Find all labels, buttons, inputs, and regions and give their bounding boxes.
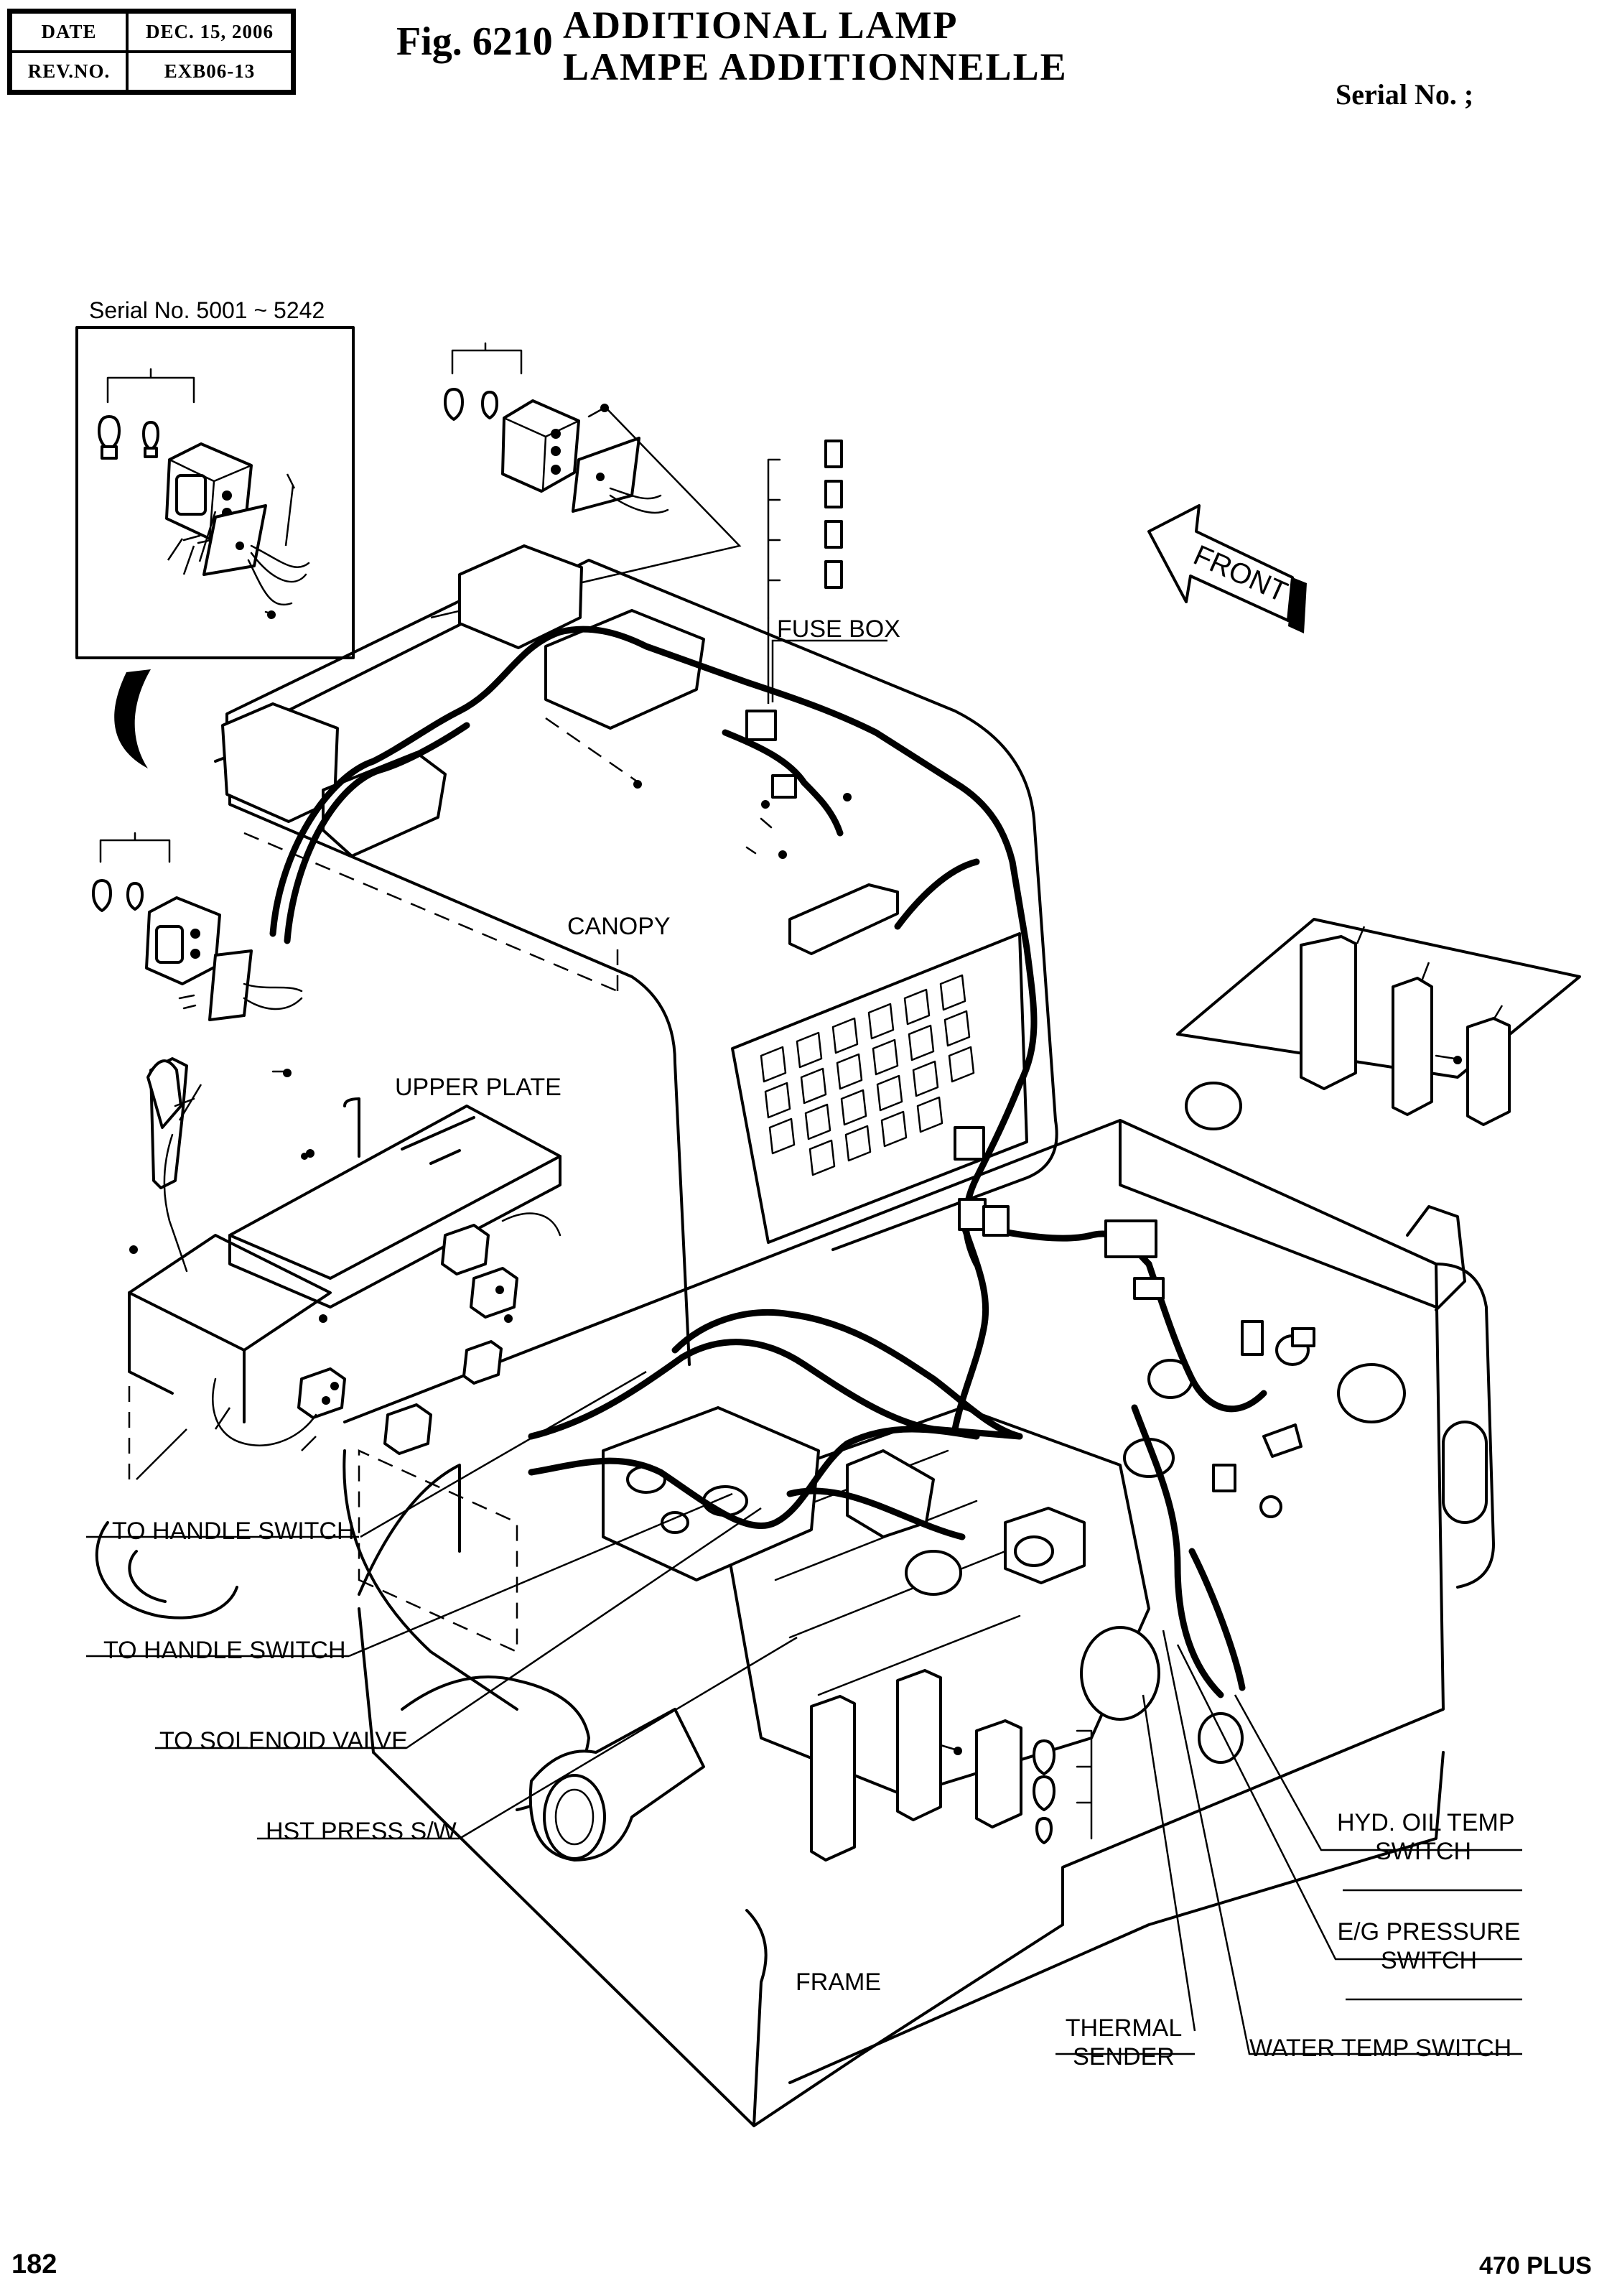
frame: [342, 1082, 1495, 2127]
label-hst-press-sw: HST PRESS S/W: [266, 1818, 457, 1845]
label-thermal-sender-line2: SENDER: [1073, 2043, 1175, 2070]
label-eg-pressure-line1: E/G PRESSURE: [1337, 1918, 1521, 1946]
date-value: DEC. 15, 2006: [127, 12, 292, 52]
hose-inner: [128, 1550, 167, 1603]
shroud-outline: [358, 1449, 518, 1653]
label-hyd-oil-temp-switch: HYD. OIL TEMP SWITCH: [1337, 1808, 1515, 1866]
front-lamp-assembly-lower: [810, 1669, 1093, 1862]
chassis-wire-harness: [528, 1126, 1315, 1698]
bulb-icon: [142, 421, 159, 458]
title-french: LAMPE ADDITIONNELLE: [563, 45, 1068, 88]
label-water-temp-switch: WATER TEMP SWITCH: [1249, 2035, 1512, 2062]
rev-label: REV.NO.: [11, 52, 127, 91]
label-thermal-sender-line1: THERMAL: [1065, 2014, 1183, 2042]
title-english: ADDITIONAL LAMP: [563, 4, 959, 47]
rear-lamp-assembly-top: [430, 342, 742, 619]
canopy-mesh: [760, 974, 975, 1176]
front-lamp-bracket-right: [1176, 918, 1581, 1126]
label-hyd-oil-temp-line2: SWITCH: [1374, 1838, 1472, 1865]
page-number: 182: [11, 2249, 57, 2279]
front-direction-arrow: FRONT: [1147, 504, 1307, 633]
hydraulic-pump: [602, 1406, 820, 1581]
view-arrow-icon: [114, 669, 151, 768]
label-to-handle-switch-1: TO HANDLE SWITCH: [112, 1518, 355, 1545]
inset-box: [75, 326, 355, 659]
model-name: 470 PLUS: [1479, 2252, 1592, 2279]
figure-number: Fig. 6210: [396, 19, 553, 64]
label-eg-pressure-line2: SWITCH: [1380, 1947, 1478, 1974]
label-to-solenoid-valve: TO SOLENOID VALVE: [159, 1727, 408, 1754]
upper-plate: [128, 1057, 561, 1481]
date-label: DATE: [11, 12, 127, 52]
revision-table: DATE DEC. 15, 2006 REV.NO. EXB06-13: [7, 9, 296, 95]
label-thermal-sender: THERMAL SENDER: [1056, 2014, 1192, 2071]
rev-value: EXB06-13: [127, 52, 292, 91]
serial-number-label: Serial No. ;: [1336, 78, 1474, 111]
bulb-icon: [98, 415, 121, 460]
canopy: [214, 544, 1058, 1366]
label-hyd-oil-temp-line1: HYD. OIL TEMP: [1337, 1809, 1515, 1836]
canopy-wire-harness: [269, 626, 1038, 1268]
hose: [95, 1521, 238, 1619]
rear-lamp-assembly-left: [92, 832, 303, 1077]
callout-leaders: [86, 639, 1522, 2055]
label-upper-plate: UPPER PLATE: [395, 1074, 561, 1101]
label-eg-pressure-switch: E/G PRESSURE SWITCH: [1336, 1918, 1522, 1975]
engine-assembly: [717, 1406, 1244, 1797]
label-to-handle-switch-2: TO HANDLE SWITCH: [103, 1637, 346, 1664]
label-frame: FRAME: [796, 1969, 881, 1996]
fuse-set: [767, 440, 843, 704]
label-fuse-box: FUSE BOX: [777, 615, 900, 643]
inset-serial-range: Serial No. 5001 ~ 5242: [89, 297, 325, 323]
label-canopy: CANOPY: [567, 913, 671, 940]
